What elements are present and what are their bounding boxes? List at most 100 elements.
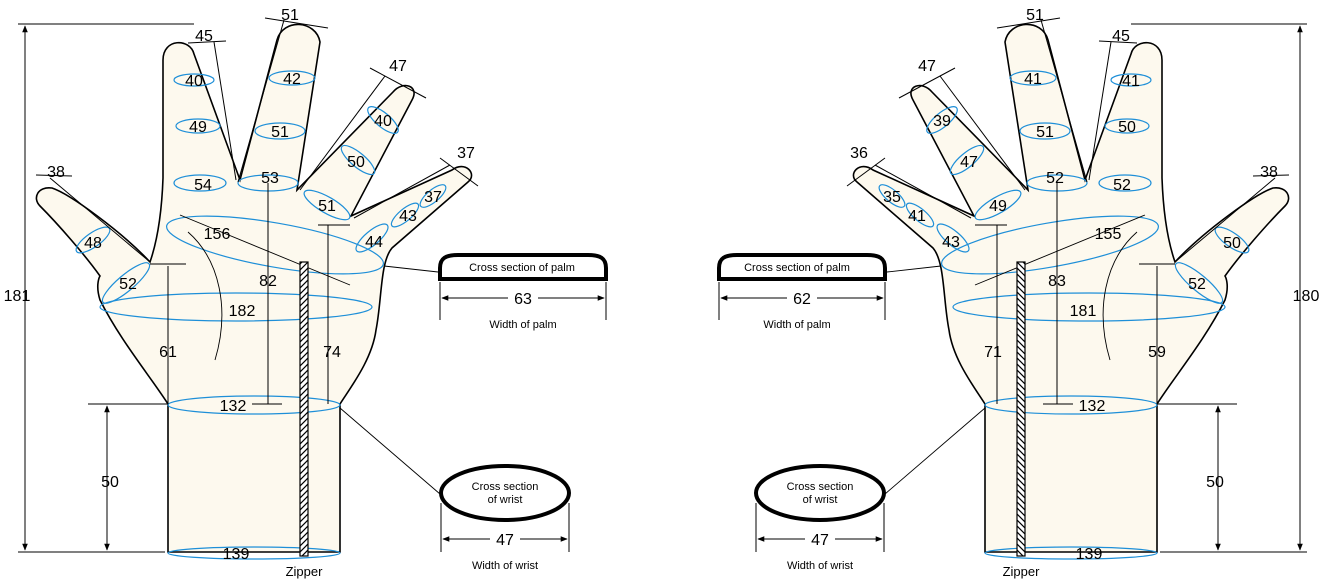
left-cuff-length-label: 50: [101, 474, 119, 491]
left-ring-length: 47: [389, 58, 407, 75]
left-palm-width-label: 63: [514, 291, 532, 308]
left-glove: 45 51 47 37 38 40 49 54 42 51 53 40 50 5…: [4, 7, 608, 579]
right-index-girth-base-label: 52: [1113, 177, 1131, 194]
right-palm-diagonal-label: 155: [1095, 226, 1122, 243]
left-middle-length: 51: [281, 7, 299, 24]
right-palm-width-label: 62: [793, 291, 811, 308]
left-wrist-section-title-2: of wrist: [488, 494, 523, 506]
left-little-girth-base: [355, 223, 389, 253]
right-dimension-lines: [846, 17, 1307, 553]
right-ring-length: 47: [918, 58, 936, 75]
right-thumb-length: 38: [1260, 164, 1278, 181]
right-index-girth-tip-label: 41: [1122, 73, 1140, 90]
left-palm-length-label: 82: [259, 273, 277, 290]
right-zipper-label: Zipper: [1003, 564, 1041, 579]
left-little-girth-base-label: 44: [365, 234, 383, 251]
right-wrist-width-label: 47: [811, 532, 829, 549]
right-cuff-girth-label: 139: [1076, 546, 1103, 563]
left-index-girth-base: [173, 174, 227, 192]
right-cuff-length-label: 50: [1206, 474, 1224, 491]
right-wrist-girth-label: 132: [1079, 398, 1106, 415]
right-wrist-section-title-1: Cross section: [787, 481, 854, 493]
right-index-girth-mid-label: 50: [1118, 119, 1136, 136]
left-palm-diagonal-line: [179, 214, 351, 286]
left-dimension-lines: [18, 17, 479, 553]
right-zipper: [1016, 261, 1026, 557]
right-middle-girth-mid-label: 51: [1036, 124, 1054, 141]
left-palm-diagonal-label: 156: [204, 226, 231, 243]
left-cuff-girth-label: 139: [223, 546, 250, 563]
right-glove: 45 51 47 36 38 41 50 52 41 51 52 39 47 4…: [717, 7, 1319, 579]
left-labels: 45 51 47 37 38 40 49 54 42 51 53 40 50 5…: [4, 7, 475, 579]
left-wrist-girth: [167, 395, 341, 415]
right-girth-lines: [878, 70, 1250, 560]
left-little-length: 37: [457, 145, 475, 162]
left-cuff-girth: [167, 546, 341, 560]
left-ring-girth-mid-label: 50: [347, 154, 365, 171]
right-middle-length: 51: [1026, 7, 1044, 24]
right-little-girth-mid-label: 41: [908, 208, 926, 225]
left-thumb-girth-tip-label: 48: [84, 235, 102, 252]
left-middle-girth-tip-label: 42: [283, 71, 301, 88]
left-thumb-length: 38: [47, 164, 65, 181]
right-wrist-section-title-2: of wrist: [803, 494, 838, 506]
left-index-length: 45: [195, 28, 213, 45]
left-palm-crease: [187, 231, 223, 361]
right-palm-section-title: Cross section of palm: [744, 262, 850, 274]
left-palm-width-caption: Width of palm: [489, 319, 556, 331]
left-index-girth-tip: [173, 73, 215, 87]
right-thumb-side-label: 59: [1148, 344, 1166, 361]
left-little-girth-mid-label: 43: [399, 208, 417, 225]
left-total-length-label: 181: [4, 288, 31, 305]
left-middle-girth-mid: [254, 122, 306, 140]
right-little-side-label: 71: [984, 344, 1002, 361]
left-palm-girth: [99, 292, 373, 322]
left-ring-girth-tip-label: 40: [374, 113, 392, 130]
right-middle-girth-base-label: 52: [1046, 170, 1064, 187]
left-little-girth-tip: [419, 184, 447, 208]
left-thumb-girth-base-label: 52: [119, 276, 137, 293]
left-zipper-label: Zipper: [286, 564, 324, 579]
right-thumb-girth-tip-label: 50: [1223, 235, 1241, 252]
right-labels: 45 51 47 36 38 41 50 52 41 51 52 39 47 4…: [744, 7, 1319, 579]
right-palm-length-label: 83: [1048, 273, 1066, 290]
left-middle-girth-mid-label: 51: [271, 124, 289, 141]
left-index-girth-mid-label: 49: [189, 119, 207, 136]
left-palm-cross-section: Cross section of palm 63 Width of palm: [383, 253, 608, 331]
left-palm-section-title: Cross section of palm: [469, 262, 575, 274]
left-girth-lines: [75, 70, 447, 560]
left-wrist-section-title-1: Cross section: [472, 481, 539, 493]
left-little-girth-mid: [390, 202, 420, 228]
right-little-girth-base-label: 43: [942, 234, 960, 251]
left-thumb-girth-base: [101, 262, 151, 304]
right-little-length: 36: [850, 145, 868, 162]
left-thumb-side-label: 61: [159, 344, 177, 361]
left-palm-girth-label: 182: [229, 303, 256, 320]
right-thumb-girth-base-label: 52: [1188, 276, 1206, 293]
left-wrist-girth-label: 132: [220, 398, 247, 415]
left-wrist-width-caption: Width of wrist: [472, 560, 538, 572]
left-ring-girth-tip: [367, 106, 399, 134]
right-total-length-label: 180: [1293, 288, 1320, 305]
right-wrist-width-caption: Width of wrist: [787, 560, 853, 572]
left-middle-girth-base-label: 53: [261, 170, 279, 187]
right-little-girth-tip-label: 35: [883, 189, 901, 206]
right-palm-girth-label: 181: [1070, 303, 1097, 320]
left-ring-girth-base-label: 51: [318, 198, 336, 215]
right-glove-outline: [852, 23, 1290, 553]
left-middle-girth-tip: [268, 70, 316, 86]
right-index-length: 45: [1112, 28, 1130, 45]
left-glove-outline: [35, 23, 473, 553]
left-little-side-label: 74: [323, 344, 341, 361]
left-wrist-width-label: 47: [496, 532, 514, 549]
left-palm-diagonal-girth: [166, 215, 384, 275]
left-index-girth-tip-label: 40: [185, 73, 203, 90]
left-index-girth-mid: [175, 118, 221, 134]
right-ring-girth-base-label: 49: [989, 198, 1007, 215]
right-middle-girth-tip-label: 41: [1024, 71, 1042, 88]
left-little-girth-tip-label: 37: [424, 189, 442, 206]
left-wrist-cross-section: Cross section of wrist 47 Width of wrist: [339, 407, 571, 572]
left-ring-girth-mid: [340, 144, 376, 176]
